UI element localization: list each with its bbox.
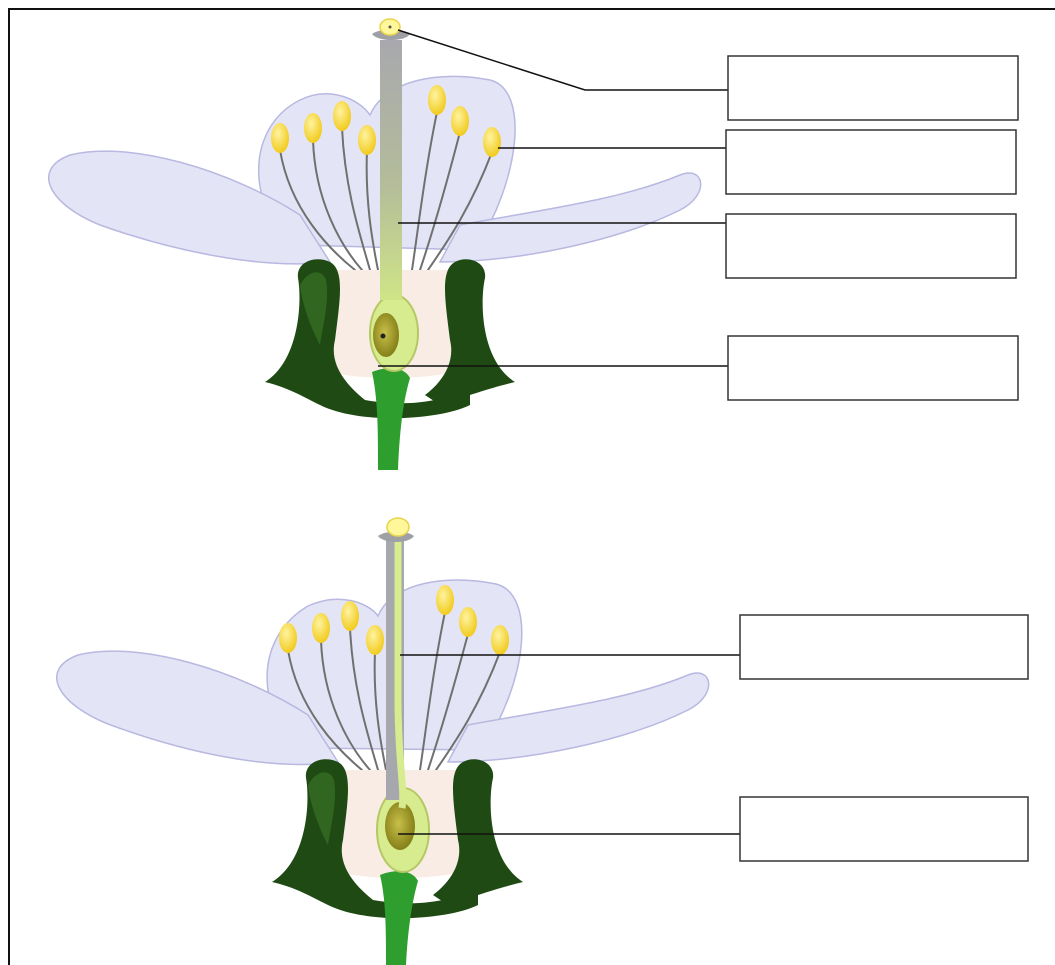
ovule-label-box[interactable] [739, 796, 1029, 862]
anther-label-box[interactable] [725, 129, 1017, 195]
left-petal-2 [56, 650, 340, 766]
anther-4 [358, 125, 376, 155]
pollen-grain-2 [386, 517, 410, 537]
right-petal-2 [446, 672, 710, 763]
stem [372, 368, 410, 470]
stigma-label-box[interactable] [727, 55, 1019, 121]
pollen-tube-label-box[interactable] [739, 614, 1029, 680]
pollen-grain-centre [388, 25, 392, 29]
anther-2-5 [436, 585, 454, 615]
anther-2-2 [312, 613, 330, 643]
sepal-highlight [300, 272, 328, 345]
ovule-nucleus [380, 333, 386, 339]
anther-7 [483, 127, 501, 157]
ovule-2 [385, 802, 415, 850]
ovary-label-box[interactable] [727, 335, 1019, 401]
sepal-highlight-2 [308, 772, 336, 845]
right-sepal [425, 259, 515, 405]
anther-3 [333, 101, 351, 131]
stigma-leader [397, 29, 728, 91]
right-petal [438, 172, 702, 263]
anthers-2 [279, 585, 509, 655]
anther-6 [451, 106, 469, 136]
anther-2-4 [366, 625, 384, 655]
anther-1 [271, 123, 289, 153]
anther-2-3 [341, 601, 359, 631]
ovule [373, 313, 399, 357]
style [380, 40, 402, 300]
style-label-box[interactable] [725, 213, 1017, 279]
page-border [8, 8, 1055, 965]
intact-flower [48, 18, 1019, 470]
anthers [271, 85, 501, 157]
stem-2 [380, 871, 418, 965]
right-sepal-2 [433, 759, 523, 905]
left-petal [48, 150, 332, 265]
anther-2-1 [279, 623, 297, 653]
fertilised-flower [56, 517, 1029, 965]
anther-2-6 [459, 607, 477, 637]
filaments-2 [287, 611, 501, 771]
pollen-tube [394, 538, 407, 809]
anther-5 [428, 85, 446, 115]
anther-2 [304, 113, 322, 143]
anther-2-7 [491, 625, 509, 655]
